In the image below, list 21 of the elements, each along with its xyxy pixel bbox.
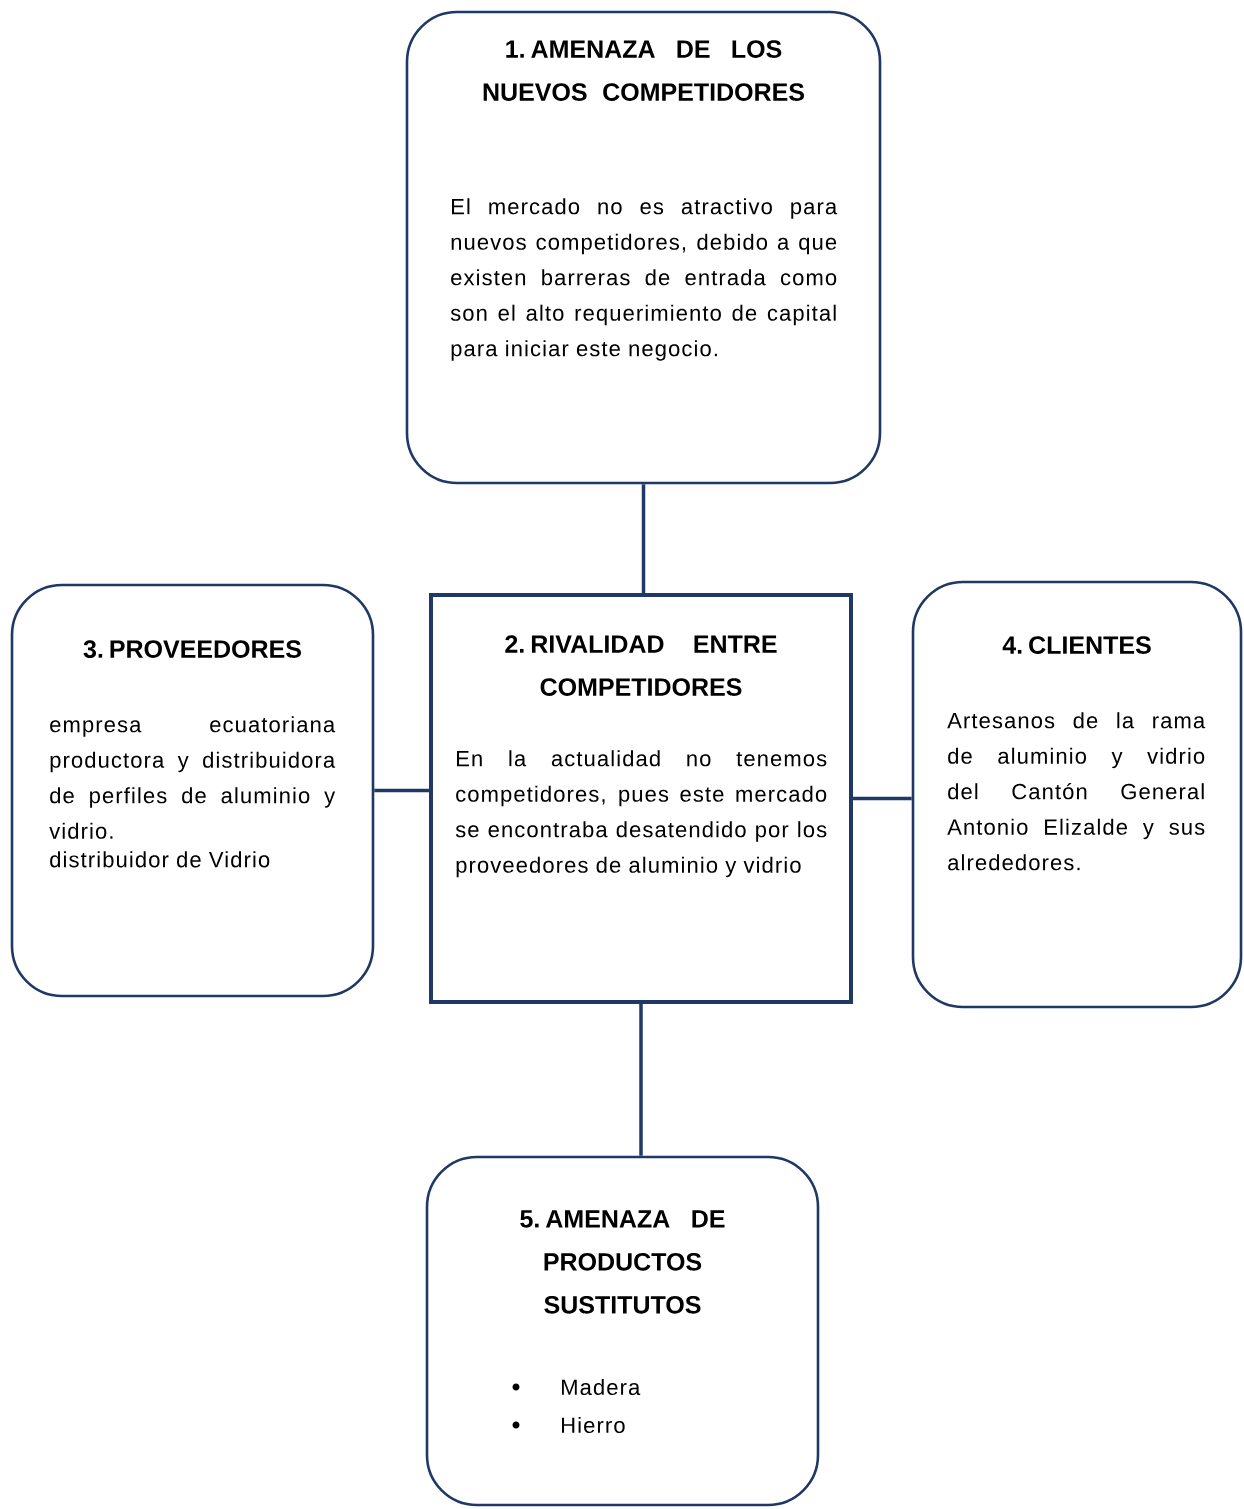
bullet-item: Hierro (512, 1416, 625, 1434)
description: empresa ecuatoriana productora y distribuidora de perfiles de aluminio y vidrio. (49, 716, 336, 839)
connector-line (853, 796, 912, 801)
description: distribuidor de Vidrio (50, 851, 270, 868)
heading: 3. PROVEEDORES (83, 640, 301, 658)
rounded-box (405, 10, 882, 485)
rounded-box (911, 580, 1243, 1009)
heading: 1. AMENAZA DE LOS NUEVOS COMPETIDORES (483, 40, 804, 101)
connector-line (639, 1004, 643, 1156)
description: Artesanos de la rama de aluminio y vidrio del Cantón General Antonio Elizalde y sus alrededores. (947, 712, 1206, 871)
description: El mercado no es atractivo para nuevos competidores, debido a que existen barreras de entrada como son el alto requerimiento de capital para iniciar este negocio. (450, 198, 838, 361)
heading: 5. AMENAZA DE PRODUCTOS SUSTITUTOS (520, 1210, 725, 1314)
heading: 2. RIVALIDAD ENTRE COMPETIDORES (505, 635, 777, 696)
bullet-item: Madera (512, 1378, 641, 1396)
heading: 4. CLIENTES (1002, 636, 1151, 654)
rounded-box (10, 583, 375, 998)
rounded-box (425, 1155, 820, 1507)
box (429, 593, 853, 1004)
description: En la actualidad no tenemos competidores, pues este mercado se encontraba desatendido por los proveedores de aluminio y vidrio (455, 750, 827, 878)
connector-line (641, 484, 646, 593)
connector-line (374, 788, 429, 793)
